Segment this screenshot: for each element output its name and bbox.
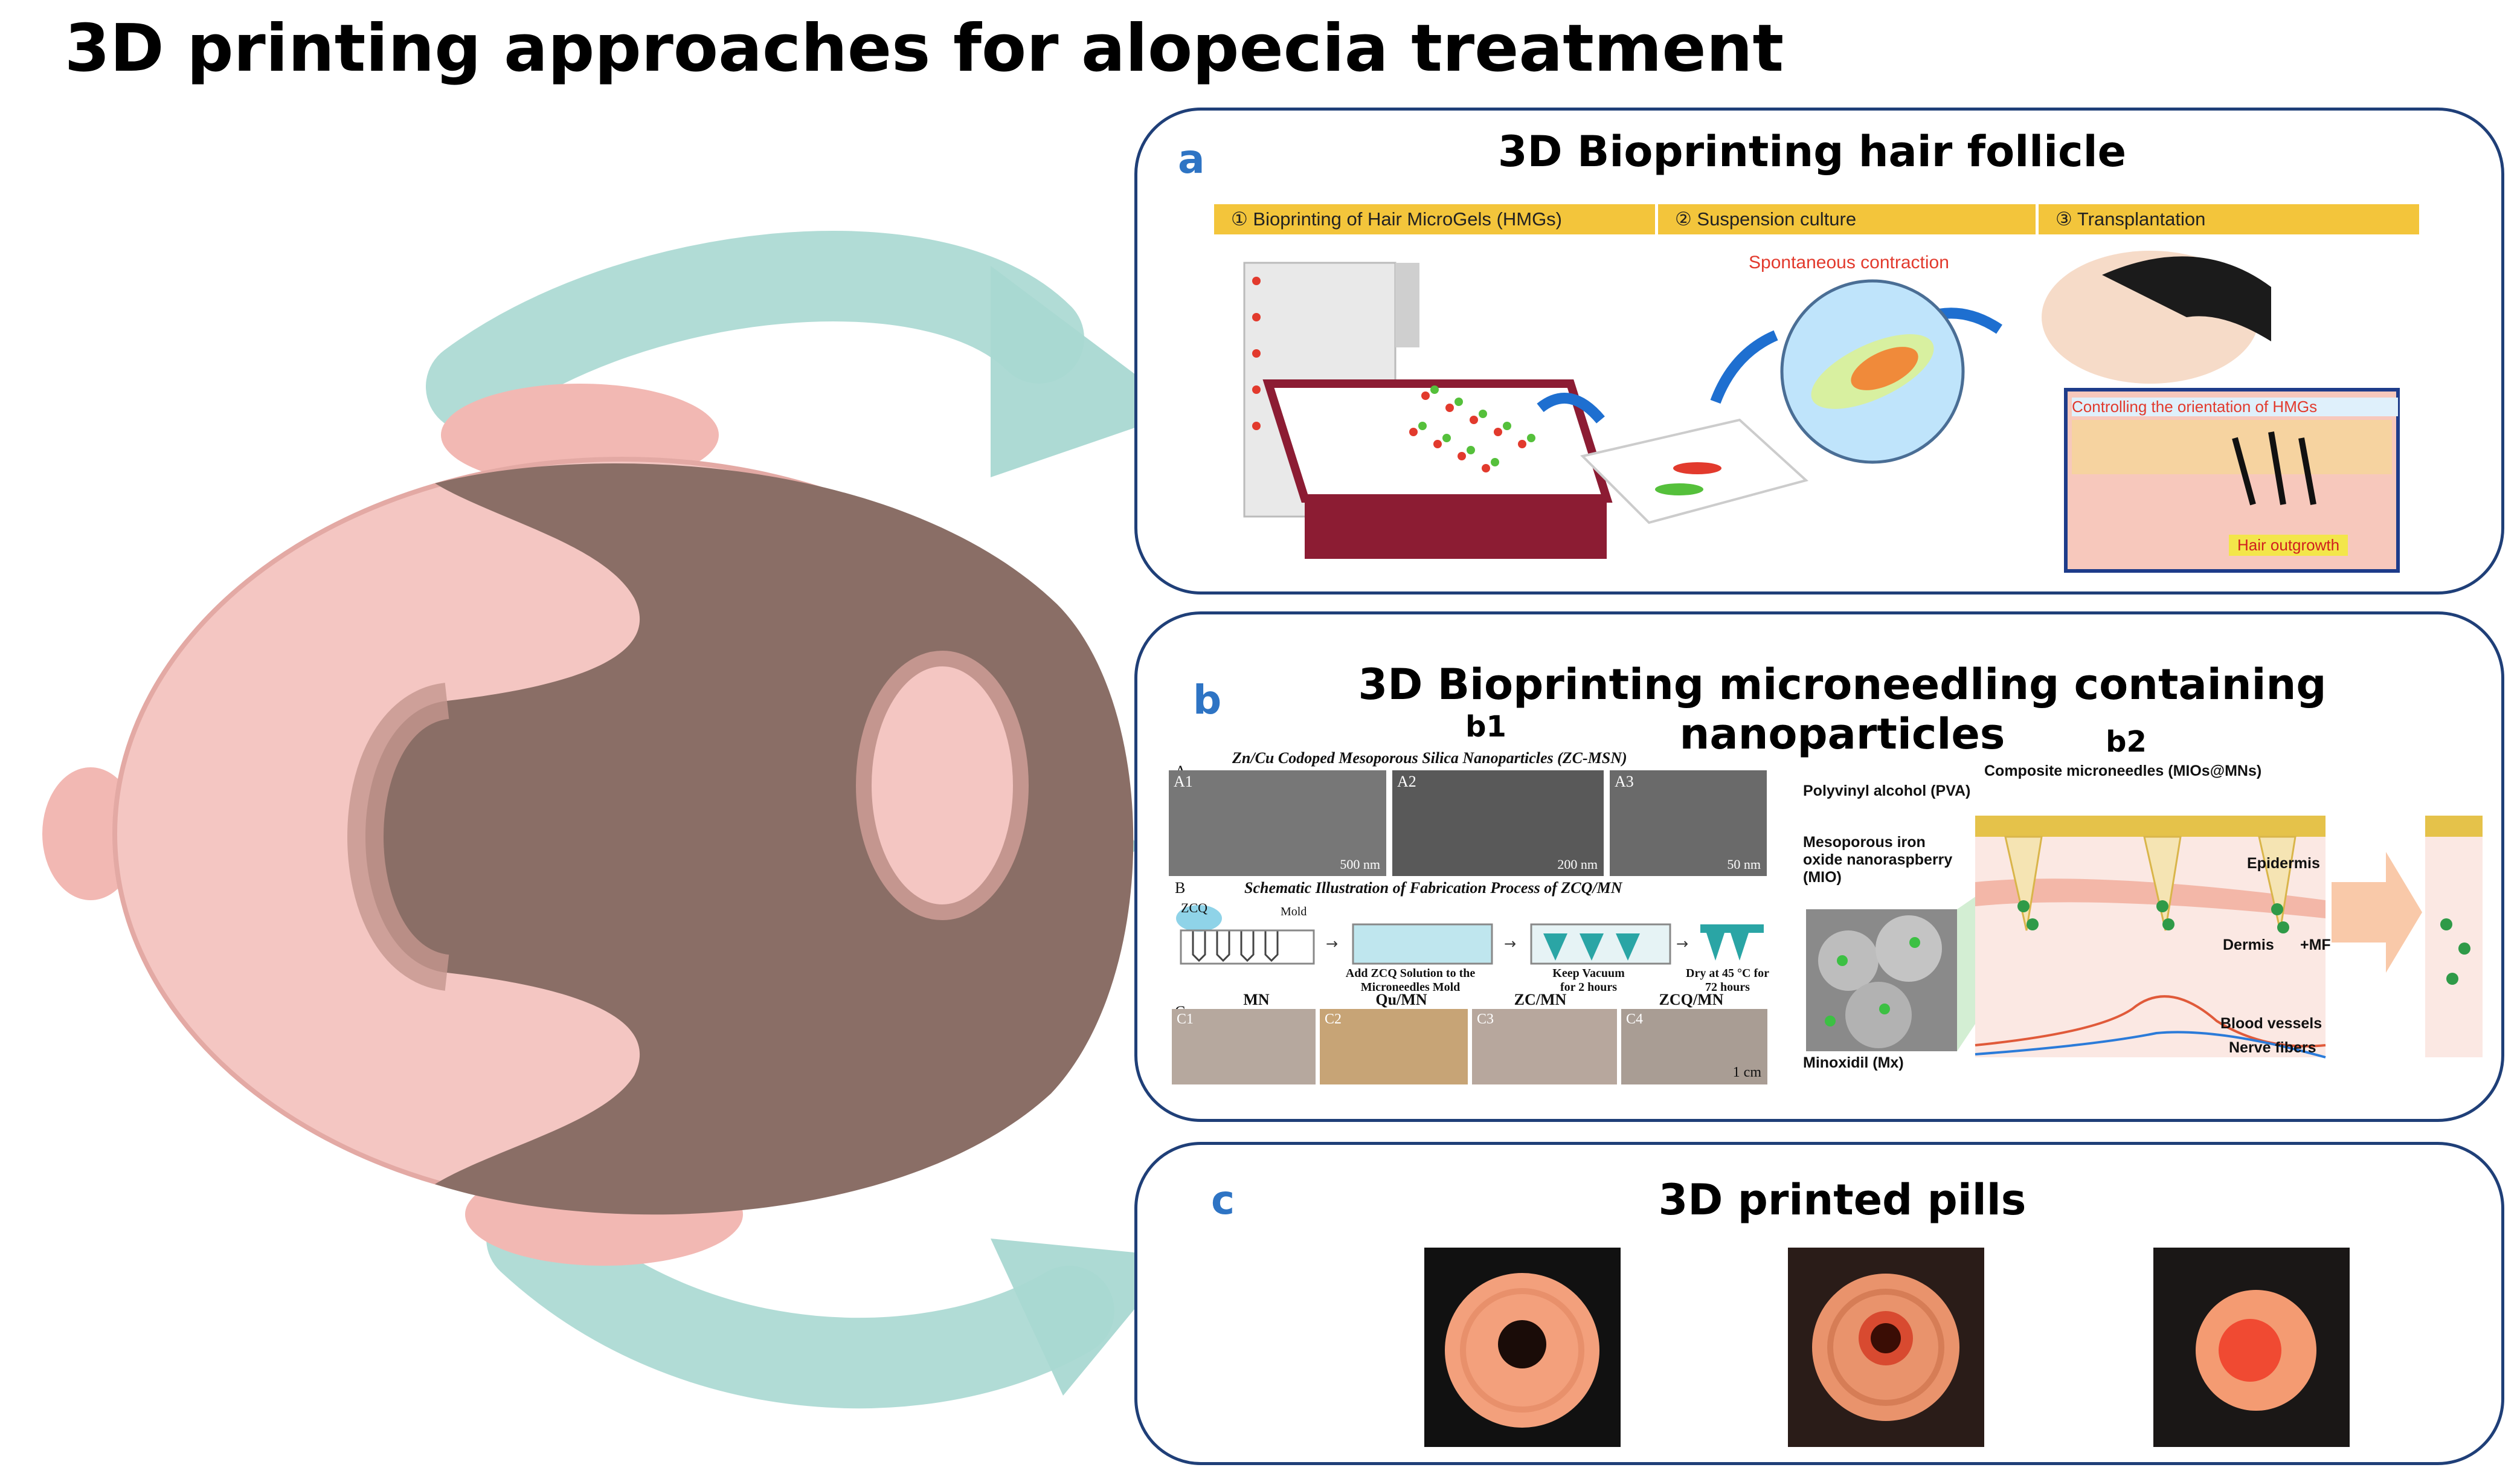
spontaneous-contraction-label: Spontaneous contraction xyxy=(1749,253,1949,272)
pva-label: Polyvinyl alcohol (PVA) xyxy=(1803,782,1971,799)
sem-a1-tag: A1 xyxy=(1174,773,1193,790)
bald-crown xyxy=(856,651,1029,920)
b1-b-letter: B xyxy=(1175,879,1186,897)
step-1-bar: ① Bioprinting of Hair MicroGels (HMGs) xyxy=(1214,204,1655,234)
head-illustration xyxy=(42,231,1148,1409)
nerve-fibers-label: Nerve fibers xyxy=(2229,1039,2316,1056)
sem-a3-scale: 50 nm xyxy=(1727,857,1761,872)
orientation-label: Controlling the orientation of HMGs xyxy=(2072,398,2398,416)
blood-vessels-label: Blood vessels xyxy=(2220,1015,2322,1032)
step-2-bar: ② Suspension culture xyxy=(1658,204,2036,234)
panel-a-label: a xyxy=(1178,136,1205,182)
photo-c4-tag: C4 xyxy=(1626,1011,1644,1027)
b2-heading: Composite microneedles (MIOs@MNs) xyxy=(1984,762,2262,779)
zcq-label: ZCQ xyxy=(1181,900,1207,915)
sem-a3: A3 50 nm xyxy=(1610,770,1767,876)
pill-photo-2 xyxy=(1788,1248,1984,1447)
photo-c4-name: ZCQ/MN xyxy=(1659,991,1724,1008)
panel-b-label: b xyxy=(1193,677,1222,723)
mold-label: Mold xyxy=(1281,905,1307,918)
fab-step-3: Dry at 45 °C for 72 hours xyxy=(1686,967,1769,994)
sem-a1-scale: 500 nm xyxy=(1340,857,1380,872)
photo-c2: C2 xyxy=(1320,1009,1468,1084)
sem-a2-scale: 200 nm xyxy=(1557,857,1598,872)
photo-c2-tag: C2 xyxy=(1325,1011,1342,1027)
mio-label: Mesoporous iron oxide nanoraspberry (MIO… xyxy=(1803,834,1953,886)
panel-c-label: c xyxy=(1211,1177,1235,1223)
epidermis-label: Epidermis xyxy=(2247,855,2320,872)
sem-a2-tag: A2 xyxy=(1397,773,1416,790)
b1-label: b1 xyxy=(1465,710,1506,744)
photo-c1-name: MN xyxy=(1243,991,1270,1008)
b2-label: b2 xyxy=(2106,725,2147,759)
svg-text:→: → xyxy=(1326,935,1338,952)
panel-a-title: 3D Bioprinting hair follicle xyxy=(1497,127,2127,176)
scale-1cm: 1 cm xyxy=(1732,1065,1761,1080)
pill-photo-3 xyxy=(2153,1248,2350,1447)
fabrication-schematic: → → → xyxy=(1176,905,1764,965)
photo-c3-tag: C3 xyxy=(1477,1011,1494,1027)
fab-step-1: Add ZCQ Solution to the Microneedles Mol… xyxy=(1345,967,1476,994)
photo-c2-name: Qu/MN xyxy=(1375,991,1427,1008)
photo-c4: C4 1 cm xyxy=(1621,1009,1767,1084)
hair-outgrowth-label: Hair outgrowth xyxy=(2229,535,2348,556)
mf-label: +MF xyxy=(2300,936,2331,953)
sem-a1: A1 500 nm xyxy=(1169,770,1386,876)
step-3-bar: ③ Transplantation xyxy=(2039,204,2419,234)
minoxidil-label: Minoxidil (Mx) xyxy=(1803,1054,1904,1071)
sem-a3-tag: A3 xyxy=(1615,773,1634,790)
hair-edge xyxy=(347,683,451,991)
photo-c3-name: ZC/MN xyxy=(1514,991,1567,1008)
photo-c3: C3 xyxy=(1472,1009,1617,1084)
figure-title: 3D printing approaches for alopecia trea… xyxy=(64,11,1784,86)
fab-step-2: Keep Vacuum for 2 hours xyxy=(1552,967,1625,994)
svg-text:→: → xyxy=(1504,935,1516,952)
sem-a2: A2 200 nm xyxy=(1392,770,1604,876)
arrow-to-panel-a xyxy=(426,231,1148,477)
svg-text:→: → xyxy=(1676,935,1688,952)
panel-b-title: 3D Bioprinting microneedling containing … xyxy=(1358,660,2327,759)
b1-b-title: Schematic Illustration of Fabrication Pr… xyxy=(1244,879,1622,897)
arrow-to-panel-c xyxy=(486,1193,1148,1409)
microneedle-illustration xyxy=(1806,816,2483,1058)
panel-c-title: 3D printed pills xyxy=(1658,1175,2027,1225)
b1-a-title: Zn/Cu Codoped Mesoporous Silica Nanopart… xyxy=(1232,749,1627,767)
photo-c1-tag: C1 xyxy=(1177,1011,1194,1027)
pill-photo-1 xyxy=(1424,1248,1621,1447)
dermis-label: Dermis xyxy=(2223,936,2274,953)
photo-c1: C1 xyxy=(1172,1009,1316,1084)
